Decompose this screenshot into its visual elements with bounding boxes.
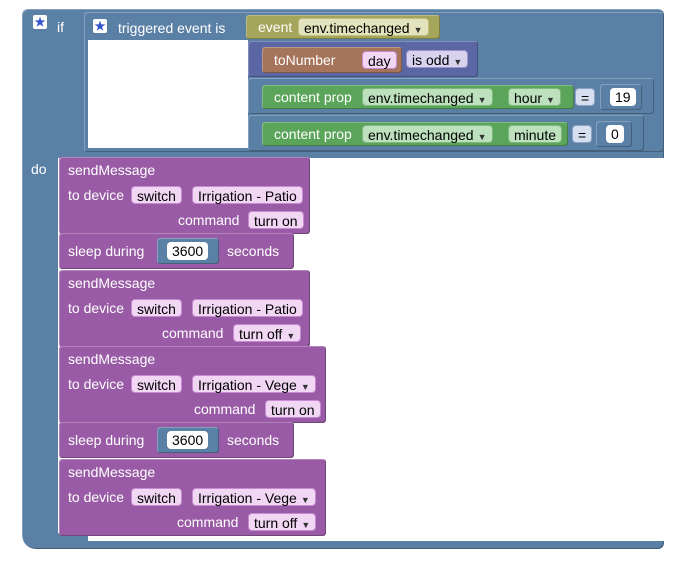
and-label: and xyxy=(204,120,228,136)
and-label: and xyxy=(204,83,228,99)
dropdown-arrow-icon: ▼ xyxy=(286,331,296,341)
do-label: do xyxy=(31,161,47,177)
device-name: Irrigation - Vege xyxy=(198,490,297,506)
command-value[interactable]: turn on xyxy=(248,211,304,229)
command-value[interactable]: turn on xyxy=(265,400,321,418)
source-dropdown[interactable]: env.timechanged▼ xyxy=(362,88,493,106)
command-value: turn off xyxy=(254,515,298,531)
if-label: if xyxy=(57,19,64,35)
event-label: event xyxy=(258,19,293,35)
if-bottom-nub xyxy=(58,533,88,545)
command-label: command xyxy=(177,514,239,530)
dropdown-arrow-icon: ▼ xyxy=(477,95,487,105)
device-type[interactable]: switch xyxy=(131,375,182,393)
field-value: hour xyxy=(514,90,543,106)
source-value: env.timechanged xyxy=(368,90,474,106)
and-inner-area xyxy=(88,40,248,148)
sleep-label: sleep during xyxy=(68,243,145,259)
dropdown-arrow-icon: ▼ xyxy=(453,57,463,67)
sleep-value[interactable]: 3600 xyxy=(167,431,209,449)
event-value: env.timechanged xyxy=(304,20,410,36)
send-message-title: sendMessage xyxy=(68,464,156,480)
content-prop-label: content prop xyxy=(274,126,352,142)
source-dropdown[interactable]: env.timechanged▼ xyxy=(362,125,493,143)
is-odd-dropdown[interactable]: is odd▼ xyxy=(406,50,469,68)
to-device-label: to device xyxy=(68,376,125,392)
number-input[interactable]: 19 xyxy=(610,88,636,106)
dropdown-arrow-icon: ▼ xyxy=(546,95,555,105)
field-value: minute xyxy=(514,127,557,143)
command-label: command xyxy=(178,212,240,228)
and-label: and xyxy=(204,46,228,62)
star-icon[interactable]: ★ xyxy=(93,19,107,33)
device-name[interactable]: Irrigation - Patio xyxy=(192,186,303,204)
dropdown-arrow-icon: ▼ xyxy=(300,382,310,392)
content-prop-label: content prop xyxy=(274,89,352,105)
sleep-unit: seconds xyxy=(227,432,280,448)
device-type[interactable]: switch xyxy=(131,299,182,317)
sleep-unit: seconds xyxy=(227,243,280,259)
dropdown-arrow-icon: ▼ xyxy=(300,495,310,505)
sleep-value[interactable]: 3600 xyxy=(167,242,209,260)
event-dropdown[interactable]: env.timechanged▼ xyxy=(298,18,429,36)
device-name: Irrigation - Vege xyxy=(198,377,297,393)
star-icon[interactable]: ★ xyxy=(33,15,47,29)
is-odd-value: is odd xyxy=(412,52,450,68)
device-name[interactable]: Irrigation - Patio xyxy=(192,299,303,317)
device-type[interactable]: switch xyxy=(131,186,182,204)
device-type[interactable]: switch xyxy=(131,488,182,506)
device-dropdown[interactable]: Irrigation - Vege▼ xyxy=(192,488,316,506)
dropdown-arrow-icon: ▼ xyxy=(477,132,487,142)
dropdown-arrow-icon: ▼ xyxy=(301,520,311,530)
to-number-label: toNumber xyxy=(274,52,336,68)
sleep-label: sleep during xyxy=(68,432,145,448)
send-message-title: sendMessage xyxy=(68,351,156,367)
source-value: env.timechanged xyxy=(368,127,474,143)
day-variable[interactable]: day xyxy=(362,51,397,69)
to-device-label: to device xyxy=(68,300,125,316)
number-input[interactable]: 0 xyxy=(606,125,624,143)
send-message-title: sendMessage xyxy=(68,275,156,291)
triggered-event-label: triggered event is xyxy=(118,20,226,36)
command-dropdown[interactable]: turn off▼ xyxy=(233,324,302,342)
dropdown-arrow-icon: ▼ xyxy=(413,25,423,35)
command-dropdown[interactable]: turn off▼ xyxy=(248,513,317,531)
to-device-label: to device xyxy=(68,187,125,203)
operator-dropdown[interactable]: = xyxy=(575,88,596,106)
command-label: command xyxy=(194,401,256,417)
command-label: command xyxy=(162,325,224,341)
operator-dropdown[interactable]: = xyxy=(572,125,593,143)
command-value: turn off xyxy=(239,326,283,342)
device-dropdown[interactable]: Irrigation - Vege▼ xyxy=(192,375,316,393)
field-dropdown[interactable]: minute xyxy=(508,125,563,143)
send-message-title: sendMessage xyxy=(68,162,156,178)
field-dropdown[interactable]: hour▼ xyxy=(508,88,561,106)
to-device-label: to device xyxy=(68,489,125,505)
